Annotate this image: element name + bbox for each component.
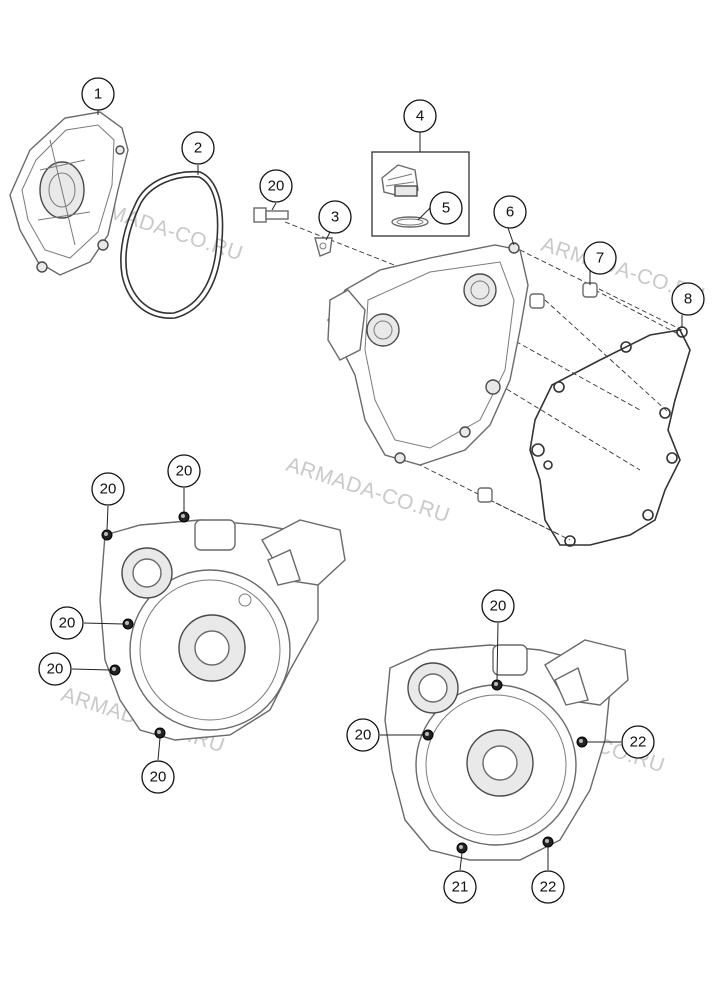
callout-label: 20 (176, 463, 193, 480)
callout: 1 (81, 77, 115, 111)
leader-lines (71, 110, 683, 871)
callout: 2 (181, 131, 215, 165)
cover-view-left (99, 519, 346, 741)
part-3-clip (314, 237, 333, 257)
callout: 8 (671, 282, 705, 316)
callout: 20 (38, 652, 72, 686)
callout-label: 20 (47, 661, 64, 678)
callout: 6 (493, 195, 527, 229)
callout: 20 (141, 760, 175, 794)
callout: 20 (259, 169, 293, 203)
callout: 22 (531, 870, 565, 904)
callout-label: 20 (150, 769, 167, 786)
callout-label: 3 (331, 209, 339, 226)
callout-label: 21 (452, 879, 469, 896)
part-1-outer-cover (9, 111, 129, 276)
part-7-dowels (477, 282, 598, 503)
callout: 21 (443, 870, 477, 904)
callout: 5 (429, 191, 463, 225)
part-2-gasket (120, 170, 224, 319)
callout-label: 22 (630, 734, 647, 751)
cover-view-right (384, 639, 629, 861)
part-8-gasket (529, 326, 691, 547)
callout-label: 6 (506, 204, 514, 221)
callout-label: 2 (194, 140, 202, 157)
callout: 20 (91, 472, 125, 506)
callout-label: 20 (268, 178, 285, 195)
callout: 22 (621, 725, 655, 759)
callout-label: 5 (442, 200, 450, 217)
callout: 4 (403, 99, 437, 133)
callout-label: 7 (596, 250, 604, 267)
part-20-bolt (253, 207, 289, 223)
callout: 3 (318, 200, 352, 234)
callout: 20 (481, 589, 515, 623)
callout-label: 4 (416, 108, 424, 125)
part-6-inner-cover (327, 242, 529, 466)
callout: 20 (50, 606, 84, 640)
callout: 20 (167, 454, 201, 488)
callout: 20 (346, 718, 380, 752)
callout-label: 22 (540, 879, 557, 896)
callout-label: 20 (59, 615, 76, 632)
callout-label: 20 (100, 481, 117, 498)
callout-label: 8 (684, 291, 692, 308)
callout: 7 (583, 241, 617, 275)
callout-label: 1 (94, 86, 102, 103)
callout-label: 20 (490, 598, 507, 615)
watermark-text: ARMADA-CO.RU (283, 453, 452, 528)
callout-label: 20 (355, 727, 372, 744)
